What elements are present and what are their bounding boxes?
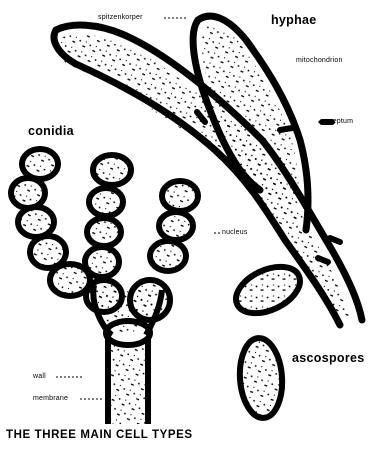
- conidia-chain-right: [130, 181, 198, 320]
- nucleus-label: nucleus: [222, 229, 248, 236]
- ascospores-label: ascospores: [292, 352, 364, 365]
- spitzenkoerper-label: spitzenkorper: [98, 14, 143, 21]
- figure-caption: THE THREE MAIN CELL TYPES: [6, 430, 193, 442]
- conidia-label: conidia: [28, 125, 74, 138]
- ascospores: [229, 258, 308, 420]
- hyphae-label: hyphae: [271, 14, 317, 27]
- mitochondrion-label: mitochondrion: [296, 57, 343, 64]
- septum-label: septum: [329, 118, 353, 125]
- conidia-chain-left: [11, 149, 90, 296]
- conidia-chain-middle: [85, 155, 131, 312]
- membrane-label: membrane: [33, 395, 68, 402]
- wall-label: wall: [33, 373, 46, 380]
